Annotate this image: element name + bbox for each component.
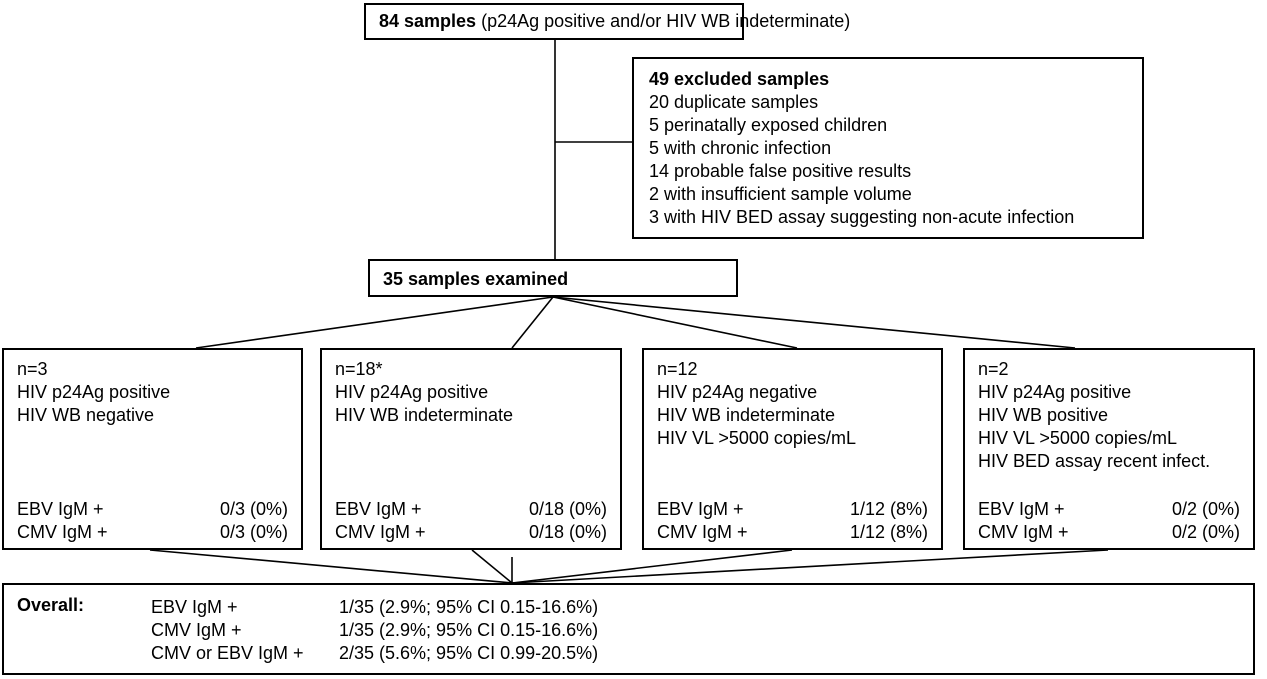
group-box-4: n=2 HIV p24Ag positive HIV WB positive H… (963, 348, 1255, 550)
group-criterion: HIV WB negative (17, 405, 155, 425)
cmv-label: CMV IgM + (17, 522, 108, 542)
cmv-label: CMV IgM + (657, 522, 748, 542)
ebv-value: 0/18 (0%) (528, 499, 607, 519)
ebv-label: EBV IgM + (335, 499, 422, 519)
cmv-value: 0/18 (0%) (528, 522, 607, 542)
group-results: EBV IgM + 0/18 (0%) CMV IgM + 0/18 (0%) (335, 498, 607, 544)
cmv-label: CMV IgM + (978, 522, 1069, 542)
group-n: n=3 (17, 359, 48, 379)
excluded-title: 49 excluded samples (649, 69, 830, 89)
connector-g1-to-overall (149, 549, 513, 584)
total-samples-count: 84 samples (379, 11, 477, 31)
cmv-value: 0/2 (0%) (1171, 522, 1240, 542)
connector-g3-to-overall (511, 549, 793, 584)
excluded-item: 20 duplicate samples (649, 92, 819, 112)
ebv-value: 0/3 (0%) (219, 499, 288, 519)
examined-label: 35 samples examined (383, 269, 569, 289)
examined-samples-box: 35 samples examined (368, 259, 738, 297)
group-box-1: n=3 HIV p24Ag positive HIV WB negative E… (2, 348, 303, 550)
overall-row-value: 1/35 (2.9%; 95% CI 0.15-16.6%) (339, 597, 599, 617)
ebv-value: 1/12 (8%) (849, 499, 928, 519)
overall-label: Overall: (17, 595, 85, 615)
group-criterion: HIV BED assay recent infect. (978, 451, 1211, 471)
connector-g2-to-overall (471, 549, 513, 584)
excluded-item: 5 with chronic infection (649, 138, 832, 158)
group-n: n=2 (978, 359, 1009, 379)
group-criterion: HIV p24Ag positive (978, 382, 1132, 402)
group-criterion: HIV WB indeterminate (657, 405, 836, 425)
group-box-2: n=18* HIV p24Ag positive HIV WB indeterm… (320, 348, 622, 550)
group-results: EBV IgM + 1/12 (8%) CMV IgM + 1/12 (8%) (657, 498, 928, 544)
connector-examined-to-g2 (511, 296, 554, 349)
overall-row-value: 2/35 (5.6%; 95% CI 0.99-20.5%) (339, 643, 599, 663)
cmv-label: CMV IgM + (335, 522, 426, 542)
group-criterion: HIV WB indeterminate (335, 405, 514, 425)
cmv-value: 0/3 (0%) (219, 522, 288, 542)
group-box-3: n=12 HIV p24Ag negative HIV WB indetermi… (642, 348, 943, 550)
total-samples-description: (p24Ag positive and/or HIV WB indetermin… (476, 11, 851, 31)
overall-row-label: CMV IgM + (151, 620, 242, 640)
group-criterion: HIV VL >5000 copies/mL (657, 428, 856, 448)
ebv-value: 0/2 (0%) (1171, 499, 1240, 519)
connector-examined-to-g1 (195, 296, 554, 349)
group-results: EBV IgM + 0/2 (0%) CMV IgM + 0/2 (0%) (978, 498, 1240, 544)
connector-examined-to-g4 (552, 296, 1076, 349)
group-criterion: HIV VL >5000 copies/mL (978, 428, 1177, 448)
group-n: n=12 (657, 359, 698, 379)
group-criterion: HIV WB positive (978, 405, 1109, 425)
excluded-item: 5 perinatally exposed children (649, 115, 888, 135)
excluded-samples-box: 49 excluded samples 20 duplicate samples… (632, 57, 1144, 239)
ebv-label: EBV IgM + (657, 499, 744, 519)
overall-results-box: Overall: EBV IgM + 1/35 (2.9%; 95% CI 0.… (2, 583, 1255, 675)
group-criterion: HIV p24Ag positive (17, 382, 171, 402)
group-n: n=18* (335, 359, 383, 379)
group-results: EBV IgM + 0/3 (0%) CMV IgM + 0/3 (0%) (17, 498, 288, 544)
overall-row-label: EBV IgM + (151, 597, 238, 617)
ebv-label: EBV IgM + (17, 499, 104, 519)
excluded-item: 14 probable false positive results (649, 161, 912, 181)
group-criterion: HIV p24Ag positive (335, 382, 489, 402)
group-criterion: HIV p24Ag negative (657, 382, 818, 402)
cmv-value: 1/12 (8%) (849, 522, 928, 542)
ebv-label: EBV IgM + (978, 499, 1065, 519)
excluded-item: 3 with HIV BED assay suggesting non-acut… (649, 207, 1075, 227)
connector-g4-to-overall (511, 549, 1109, 584)
overall-row-value: 1/35 (2.9%; 95% CI 0.15-16.6%) (339, 620, 599, 640)
excluded-item: 2 with insufficient sample volume (649, 184, 912, 204)
connector-examined-to-g3 (552, 296, 798, 349)
total-samples-box: 84 samples (p24Ag positive and/or HIV WB… (364, 3, 850, 40)
overall-row-label: CMV or EBV IgM + (151, 643, 304, 663)
